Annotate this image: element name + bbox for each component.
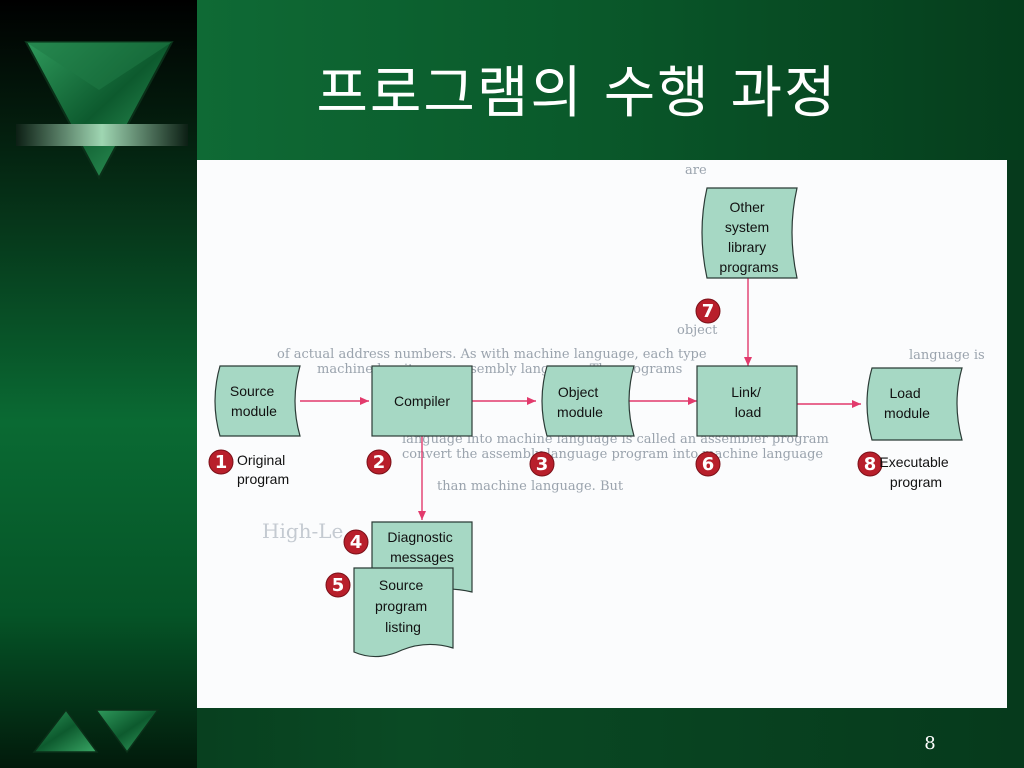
logo-band — [16, 124, 188, 146]
object-module-label: Object — [558, 384, 599, 400]
diagnostic-messages-label: Diagnostic — [387, 529, 452, 545]
source-module-label: module — [231, 403, 277, 419]
svg-text:Compiler: Compiler — [394, 393, 450, 409]
step-number: 4 — [350, 532, 363, 553]
other-library-label: Other — [730, 199, 765, 215]
bg-text-fragment: object — [677, 323, 718, 338]
link-load-label: load — [735, 404, 761, 420]
svg-text:Original program: Original program — [237, 452, 289, 487]
step-number: 2 — [373, 452, 386, 473]
step-badges: 1 Original program 2 3 4 — [208, 298, 952, 598]
step-badge-5: 5 — [325, 572, 351, 598]
step-8-label: program — [890, 474, 942, 490]
bg-text-line: convert the assembly language program in… — [402, 447, 823, 462]
step-badge-3: 3 — [529, 451, 555, 477]
step-number: 6 — [702, 454, 715, 475]
svg-text:Object module: Object module — [557, 384, 603, 420]
svg-text:Load module: Load module — [884, 385, 930, 421]
svg-text:Source module: Source module — [230, 383, 278, 419]
step-1-label: program — [237, 471, 289, 487]
nodes: Source module Compiler Object module Li — [214, 187, 963, 658]
step-badge-8: 8 Executable program — [857, 451, 952, 490]
diagram-panel: of actual address numbers. As with machi… — [197, 160, 1007, 708]
bg-text-line: of actual address numbers. As with machi… — [277, 347, 707, 362]
slide-title: 프로그램의 수행 과정 — [316, 61, 838, 126]
other-library-label: system — [725, 219, 769, 235]
triangle-down-icon — [94, 709, 160, 754]
background-text: of actual address numbers. As with machi… — [262, 163, 985, 543]
bg-text-heading: High-Le — [262, 519, 343, 543]
program-execution-diagram: of actual address numbers. As with machi… — [208, 163, 985, 658]
compiler-label: Compiler — [394, 393, 450, 409]
link-load-node — [696, 365, 798, 437]
other-library-label: library — [728, 239, 766, 255]
step-number: 1 — [215, 452, 228, 473]
step-number: 7 — [702, 301, 715, 322]
triangle-up-icon — [32, 708, 99, 753]
source-listing-label: Source — [379, 577, 424, 593]
bg-text-fragment: language is — [909, 348, 985, 363]
source-module-label: Source — [230, 383, 275, 399]
step-badge-1: 1 Original program — [208, 449, 289, 487]
diagnostic-messages-label: messages — [390, 549, 454, 565]
source-listing-label: program — [375, 598, 427, 614]
svg-text:Executable program: Executable program — [879, 454, 952, 490]
step-badge-4: 4 — [343, 529, 369, 555]
object-module-label: module — [557, 404, 603, 420]
compiler-node — [371, 365, 473, 437]
object-module-node — [541, 365, 635, 437]
load-module-node — [866, 367, 963, 441]
title-band — [197, 0, 1024, 160]
step-8-label: Executable — [879, 454, 948, 470]
step-badge-2: 2 — [366, 449, 392, 475]
step-number: 5 — [332, 575, 345, 596]
bg-text-line: than machine language. But — [437, 479, 624, 494]
step-number: 8 — [864, 454, 877, 475]
step-badge-6: 6 — [695, 451, 721, 477]
load-module-label: Load — [889, 385, 920, 401]
link-load-label: Link/ — [731, 384, 761, 400]
arrows — [300, 278, 861, 520]
other-library-label: programs — [719, 259, 778, 275]
svg-text:Other system: Other system library programs — [719, 199, 778, 275]
source-module-node — [214, 365, 301, 437]
left-decorative-bar — [0, 0, 197, 768]
step-1-label: Original — [237, 452, 285, 468]
source-listing-label: listing — [385, 619, 421, 635]
source-listing-node — [353, 567, 454, 658]
step-number: 3 — [536, 454, 549, 475]
svg-text:Diagnostic messages: Diagnostic messages — [387, 529, 456, 565]
other-library-node — [701, 187, 798, 279]
bg-text-fragment: are — [685, 163, 707, 178]
step-badge-7: 7 — [695, 298, 721, 324]
load-module-label: module — [884, 405, 930, 421]
page-number: 8 — [924, 733, 936, 754]
svg-text:Link/ load: Link/ load — [731, 384, 764, 420]
decor-shapes — [16, 41, 188, 754]
svg-text:Source program: Source program listing — [375, 577, 431, 635]
